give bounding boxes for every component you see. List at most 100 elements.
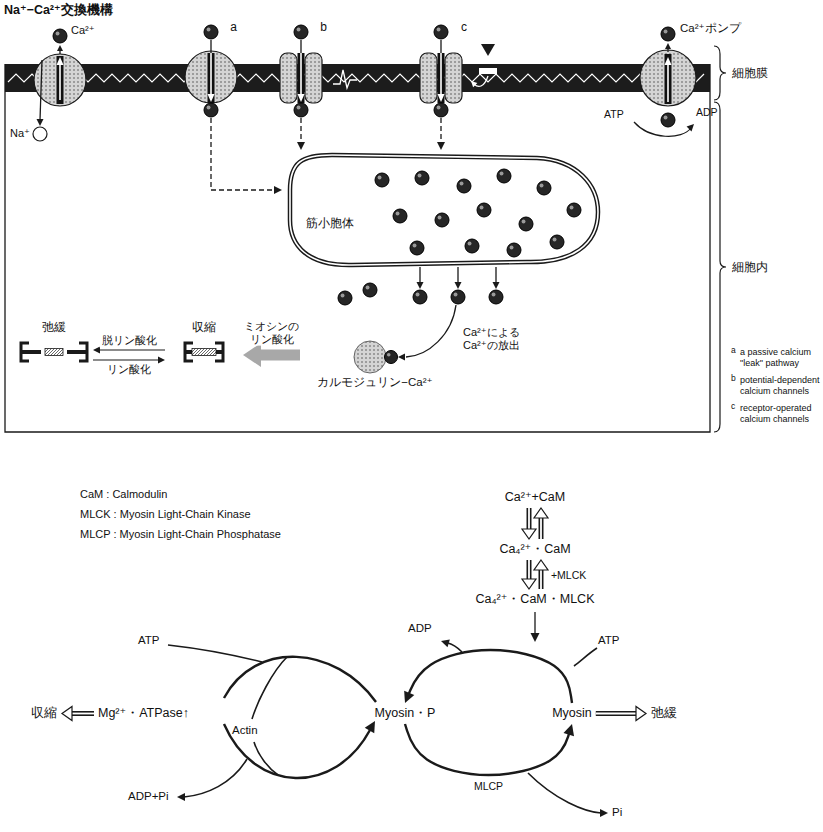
actomyosin-cycle (365, 721, 375, 733)
cell-outline (5, 64, 710, 432)
channel-protein (298, 53, 305, 103)
connector (437, 142, 445, 150)
node-label: Myosin・P (375, 706, 436, 721)
connector (297, 142, 305, 150)
phosphorylation-cycle (441, 612, 608, 817)
actomyosin-cycle (252, 657, 287, 719)
calcium-ion (434, 25, 448, 39)
calcium-ion (537, 181, 551, 195)
reaction-species: Ca₄²⁺・CaM (496, 540, 573, 559)
calcium-ion (338, 291, 352, 305)
calcium-release (419, 267, 420, 283)
channel-protein (185, 51, 237, 103)
receptor-symbol (471, 81, 477, 87)
calcium-ion (393, 209, 407, 223)
calcium-pump (634, 122, 691, 136)
connector (534, 560, 548, 570)
calcium-ion (338, 291, 352, 305)
calcium-ion (396, 212, 400, 216)
connector (534, 508, 548, 518)
mechanism-title: Na⁺−Ca²⁺交換機構 (4, 3, 113, 18)
calcium-release (495, 267, 496, 283)
actomyosin-cycle (168, 645, 376, 801)
calcium-ion (664, 116, 668, 120)
calcium-ion (387, 353, 391, 357)
connector (540, 517, 542, 540)
calcium-ion (480, 206, 484, 210)
connector (596, 711, 638, 716)
node-label: Ca₄²⁺・CaM・MLCK (476, 592, 595, 607)
calcium-ion (510, 246, 514, 250)
actomyosin-cycle (254, 742, 278, 775)
exchanger-protein (40, 60, 42, 120)
calcium-ion (204, 103, 218, 117)
calcium-ion (451, 290, 465, 304)
calcium-ion (567, 203, 581, 217)
edge-label: リン酸化 (105, 363, 153, 376)
cell-membrane (8, 74, 704, 82)
channel-letter: a (230, 20, 237, 34)
calcium-ion (438, 216, 442, 220)
connector (71, 711, 95, 716)
calcium-ion (294, 103, 308, 117)
note-letter: c (731, 401, 735, 411)
exchanger-protein (59, 64, 61, 100)
connector (540, 569, 542, 590)
connector (62, 707, 94, 721)
connector (522, 508, 548, 539)
phosphorylation-cycle (441, 639, 450, 647)
cell-membrane (5, 64, 710, 92)
calcium-ion (507, 243, 521, 257)
channel-protein (305, 53, 322, 103)
channel-letter: c (461, 20, 467, 34)
calcium-ion (207, 106, 211, 110)
calcium-ion (413, 244, 417, 248)
calcium-ion (519, 217, 533, 231)
reaction-species: Ca₄²⁺・CaM・MLCK (473, 590, 598, 609)
connector (539, 517, 544, 540)
connector (243, 343, 300, 367)
process-note: Ca²⁺による Ca²⁺の放出 (463, 326, 543, 352)
calcium-ion (550, 235, 564, 249)
channel-protein (440, 53, 442, 94)
channel-protein (413, 20, 469, 118)
connector (243, 343, 261, 367)
actomyosin-cycle (224, 657, 376, 702)
calcium-pump (634, 27, 696, 136)
receptor-symbol (479, 68, 497, 74)
cell-outline (5, 64, 710, 432)
calcium-ion (416, 293, 420, 297)
calcium-ion (410, 241, 424, 255)
calcium-ion (434, 103, 448, 117)
abbreviation: MLCK : Myosin Light-Chain Kinase (80, 508, 251, 521)
calcium-ion (385, 351, 398, 364)
state-label: 収縮 (28, 704, 60, 723)
calcium-ion (465, 239, 479, 253)
calcium-ion (385, 351, 398, 364)
receptor-symbol (481, 44, 495, 56)
connector (596, 713, 638, 715)
calcium-ion (418, 174, 422, 178)
calcium-ion (664, 30, 668, 34)
connector (440, 118, 441, 144)
calcium-ion (460, 182, 464, 186)
calcium-ion (410, 241, 424, 255)
channel-protein (298, 94, 305, 102)
calcium-ion (661, 113, 675, 127)
node-label: 弛緩 (651, 706, 677, 721)
reticulum-outline (290, 155, 598, 265)
calcium-ion (497, 169, 511, 183)
connector (274, 186, 282, 194)
calcium-ion (204, 25, 218, 39)
molecule-label: ADP (696, 106, 718, 119)
calcium-ion (457, 179, 471, 193)
channel-protein (210, 40, 211, 53)
connector (93, 347, 100, 354)
calcium-ion (434, 103, 448, 117)
node-label: Mg²⁺・ATPase↑ (98, 706, 189, 721)
calcium-ion (550, 235, 564, 249)
connector (211, 118, 282, 194)
node-label: カルモジュリン−Ca²⁺ (317, 376, 432, 390)
ion-label: Na⁺ (10, 127, 30, 140)
region-brace (714, 46, 726, 432)
